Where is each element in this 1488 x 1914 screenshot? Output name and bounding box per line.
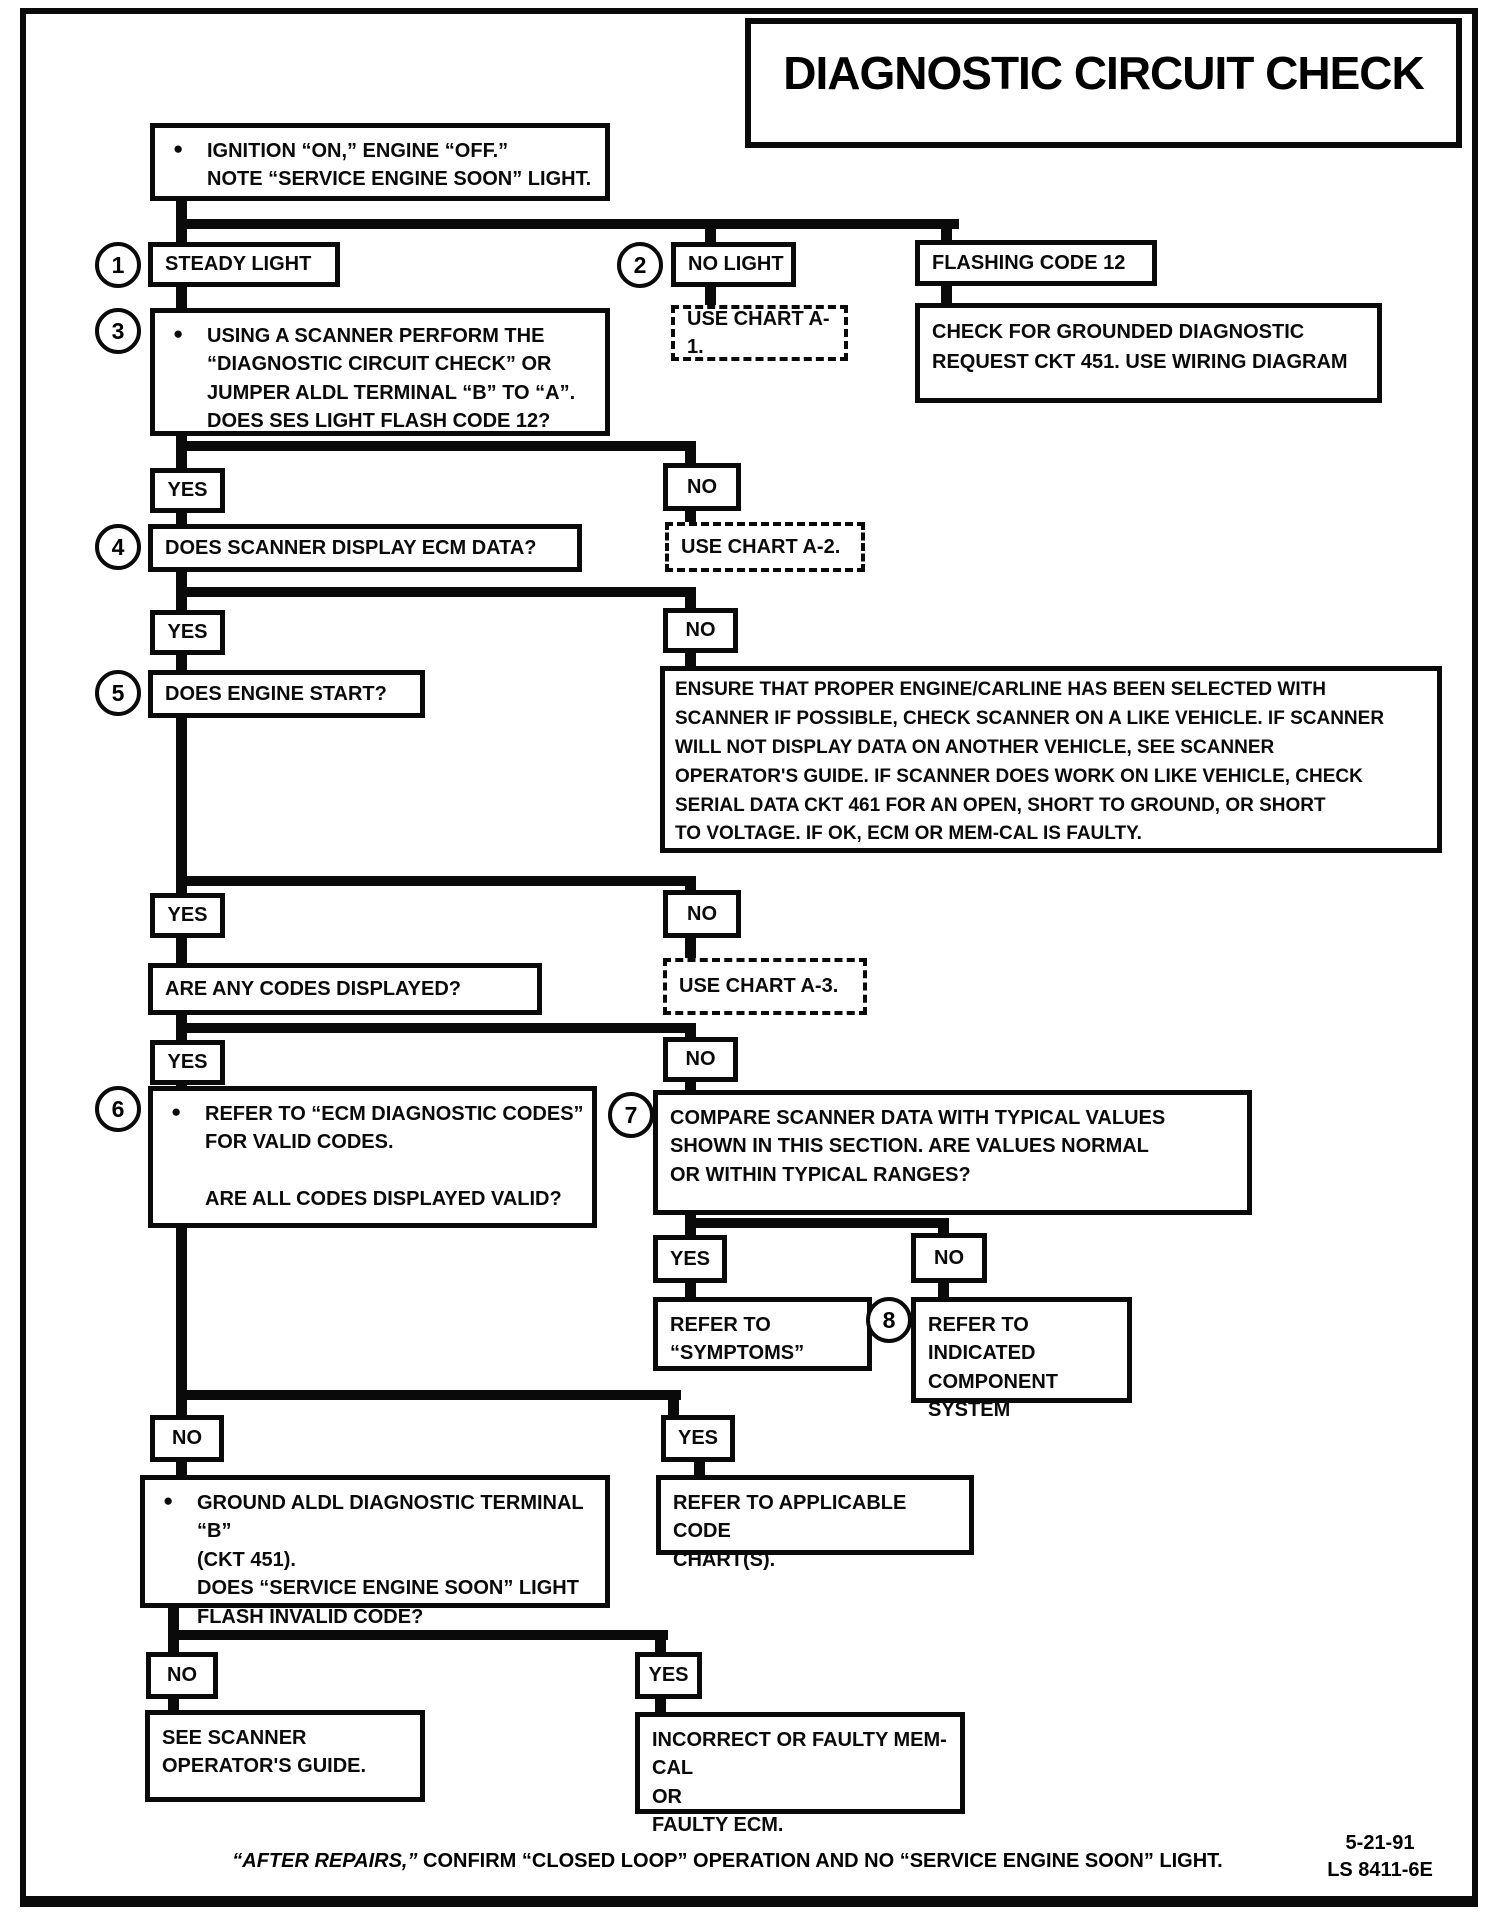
- step-circle-1: 1: [95, 242, 141, 288]
- bullet-icon: ●: [163, 1491, 174, 1510]
- bullet-icon: ●: [173, 139, 184, 158]
- branch-yes: YES: [150, 610, 225, 655]
- footer-note: “AFTER REPAIRS,” CONFIRM “CLOSED LOOP” O…: [170, 1850, 1285, 1873]
- connector-line: [941, 284, 952, 306]
- node-refer-indicated: REFER TO INDICATED COMPONENT SYSTEM: [911, 1297, 1132, 1421]
- branch-yes: YES: [150, 468, 225, 513]
- node-ensure-proper: ENSURE THAT PROPER ENGINE/CARLINE HAS BE…: [660, 666, 1442, 853]
- connector-line: [176, 441, 696, 451]
- bullet-icon: ●: [173, 324, 184, 343]
- branch-yes: YES: [653, 1235, 727, 1283]
- node-steady-light: STEADY LIGHT: [148, 242, 340, 287]
- footer-after-repairs: “AFTER REPAIRS,”: [232, 1850, 418, 1872]
- connector-line: [685, 1080, 696, 1092]
- connector-line: [694, 1460, 705, 1477]
- footer-note-rest: CONFIRM “CLOSED LOOP” OPERATION AND NO “…: [417, 1850, 1223, 1872]
- connector-line: [705, 284, 716, 308]
- node-start: ● IGNITION “ON,” ENGINE “OFF.” NOTE “SER…: [150, 123, 610, 201]
- connector-line: [668, 1398, 679, 1417]
- connector-line: [655, 1697, 666, 1715]
- connector-line: [176, 876, 696, 886]
- branch-yes: YES: [150, 1040, 225, 1085]
- node-scanner-check-text: USING A SCANNER PERFORM THE “DIAGNOSTIC …: [207, 325, 576, 433]
- step-circle-2: 2: [617, 242, 663, 288]
- footer-doc-id-block: 5-21-91 LS 8411-6E: [1290, 1830, 1470, 1884]
- branch-no: NO: [150, 1415, 224, 1462]
- connector-line: [685, 1218, 949, 1228]
- connector-line: [168, 1697, 179, 1714]
- node-engine-start: DOES ENGINE START?: [148, 670, 425, 718]
- branch-no: NO: [911, 1233, 987, 1283]
- connector-line: [176, 511, 187, 528]
- connector-line: [176, 1390, 681, 1400]
- node-faulty-memcal: INCORRECT OR FAULTY MEM-CAL OR FAULTY EC…: [635, 1712, 965, 1836]
- connector-line: [176, 653, 187, 673]
- connector-line: [685, 593, 696, 610]
- step-circle-8: 8: [866, 1297, 912, 1343]
- branch-no: NO: [146, 1652, 218, 1699]
- connector-line: [168, 1630, 668, 1640]
- connector-line: [176, 1460, 187, 1477]
- node-start-text: IGNITION “ON,” ENGINE “OFF.” NOTE “SERVI…: [207, 140, 592, 191]
- connector-line: [176, 936, 187, 967]
- connector-line: [685, 446, 696, 466]
- node-ground-aldl: ● GROUND ALDL DIAGNOSTIC TERMINAL “B” (C…: [140, 1475, 610, 1628]
- connector-line: [655, 1638, 666, 1654]
- connector-line: [938, 1226, 949, 1235]
- branch-yes: YES: [635, 1652, 702, 1699]
- connector-line: [176, 434, 187, 472]
- node-scanner-check: ● USING A SCANNER PERFORM THE “DIAGNOSTI…: [150, 308, 610, 436]
- connector-line: [176, 219, 959, 229]
- connector-line: [176, 587, 696, 597]
- node-valid-codes: ● REFER TO “ECM DIAGNOSTIC CODES” FOR VA…: [148, 1086, 597, 1228]
- step-circle-5: 5: [95, 670, 141, 716]
- node-any-codes: ARE ANY CODES DISPLAYED?: [148, 963, 542, 1015]
- node-applicable-charts: REFER TO APPLICABLE CODE CHART(S).: [656, 1475, 974, 1571]
- step-circle-3: 3: [95, 308, 141, 354]
- connector-line: [941, 225, 952, 243]
- node-use-chart-a2: USE CHART A-2.: [665, 522, 865, 572]
- connector-line: [685, 882, 696, 892]
- connector-line: [176, 716, 187, 896]
- connector-line: [685, 935, 696, 962]
- page-title: DIAGNOSTIC CIRCUIT CHECK: [745, 18, 1462, 148]
- branch-yes: YES: [661, 1415, 735, 1462]
- connector-line: [685, 1281, 696, 1299]
- node-refer-symptoms: REFER TO “SYMPTOMS”: [653, 1297, 872, 1371]
- branch-no: NO: [663, 890, 741, 938]
- branch-no: NO: [663, 608, 738, 653]
- node-no-light: NO LIGHT: [671, 242, 796, 287]
- branch-no: NO: [663, 463, 741, 511]
- connector-line: [705, 225, 716, 245]
- footer-date: 5-21-91: [1345, 1832, 1415, 1854]
- node-ground-aldl-text: GROUND ALDL DIAGNOSTIC TERMINAL “B” (CKT…: [197, 1492, 584, 1628]
- node-compare-data: COMPARE SCANNER DATA WITH TYPICAL VALUES…: [653, 1090, 1252, 1215]
- node-valid-codes-text: REFER TO “ECM DIAGNOSTIC CODES” FOR VALI…: [205, 1103, 584, 1211]
- connector-line: [176, 1226, 187, 1418]
- page-border: [20, 8, 1478, 1907]
- bullet-icon: ●: [171, 1102, 182, 1121]
- node-check-grounded: CHECK FOR GROUNDED DIAGNOSTIC REQUEST CK…: [915, 303, 1382, 403]
- node-display-ecm-data: DOES SCANNER DISPLAY ECM DATA?: [148, 524, 582, 572]
- footer-doc-id: LS 8411-6E: [1327, 1859, 1433, 1881]
- connector-line: [685, 1029, 696, 1039]
- connector-line: [176, 1023, 696, 1033]
- step-circle-7: 7: [608, 1092, 654, 1138]
- node-flashing-code-12: FLASHING CODE 12: [915, 240, 1157, 286]
- step-circle-6: 6: [95, 1086, 141, 1132]
- node-see-guide: SEE SCANNER OPERATOR'S GUIDE.: [145, 1710, 425, 1802]
- connector-line: [685, 508, 696, 526]
- connector-line: [685, 651, 696, 670]
- connector-line: [938, 1281, 949, 1299]
- node-use-chart-a1: USE CHART A-1.: [671, 305, 848, 361]
- branch-yes: YES: [150, 893, 225, 938]
- branch-no: NO: [663, 1037, 738, 1082]
- step-circle-4: 4: [95, 524, 141, 570]
- node-use-chart-a3: USE CHART A-3.: [663, 958, 867, 1015]
- connector-line: [176, 284, 187, 311]
